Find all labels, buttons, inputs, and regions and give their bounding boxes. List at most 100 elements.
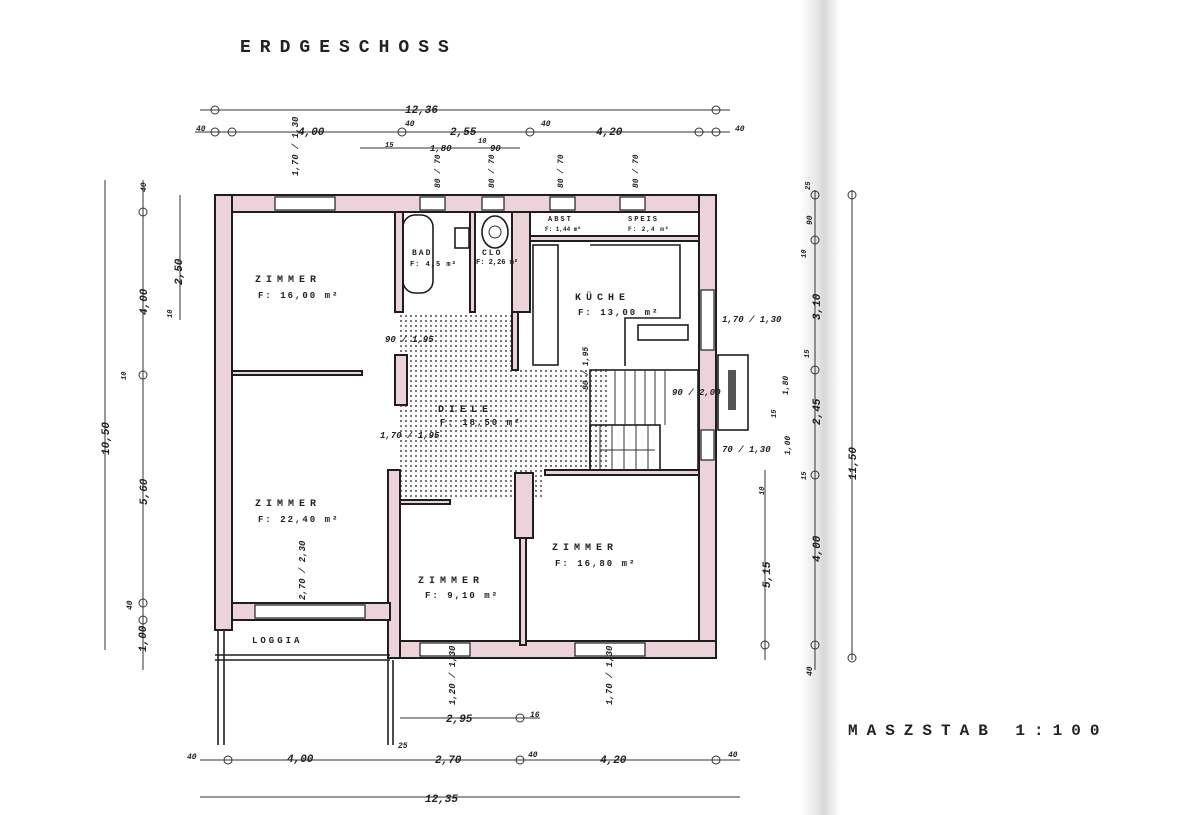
interior-walls xyxy=(231,211,700,646)
room-kueche: KÜCHE F: 13,00 m² xyxy=(575,291,659,318)
room-loggia: LOGGIA xyxy=(252,636,302,646)
svg-text:ZIMMER: ZIMMER xyxy=(552,543,618,554)
svg-text:ZIMMER: ZIMMER xyxy=(418,576,484,587)
svg-text:90 / 1,95: 90 / 1,95 xyxy=(385,335,434,345)
svg-text:40: 40 xyxy=(806,666,815,676)
svg-text:10: 10 xyxy=(759,487,767,495)
svg-text:15: 15 xyxy=(771,409,779,418)
entrance-canopy xyxy=(717,354,749,431)
staircase xyxy=(589,369,699,471)
svg-text:40: 40 xyxy=(728,751,738,760)
windows xyxy=(254,196,715,657)
svg-text:40: 40 xyxy=(405,120,415,129)
svg-text:40: 40 xyxy=(735,125,745,134)
toilet xyxy=(481,215,509,249)
bathtub xyxy=(402,214,434,294)
svg-text:12,36: 12,36 xyxy=(405,105,438,117)
room-diele: DIELE F: 18,50 m² xyxy=(438,405,521,428)
svg-text:25: 25 xyxy=(398,742,408,751)
dimensions-top: 12,36 4,00 2,55 4,20 40 40 40 40 15 1,80… xyxy=(196,105,745,154)
svg-text:40: 40 xyxy=(140,182,149,192)
svg-text:70 / 1,30: 70 / 1,30 xyxy=(722,445,771,455)
svg-text:80 / 70: 80 / 70 xyxy=(557,154,566,188)
opening-labels: 1,70 / 1,30 80 / 70 80 / 70 80 / 70 80 /… xyxy=(291,116,782,705)
kitchen-counter xyxy=(532,244,689,366)
svg-text:SPEIS: SPEIS xyxy=(628,216,659,224)
svg-text:2,50: 2,50 xyxy=(174,258,186,285)
svg-text:80 / 70: 80 / 70 xyxy=(488,154,497,188)
svg-text:4,00: 4,00 xyxy=(298,127,325,139)
loggia-balcony xyxy=(215,630,394,745)
svg-text:25: 25 xyxy=(805,181,813,190)
svg-text:F: 16,00 m²: F: 16,00 m² xyxy=(258,291,339,301)
svg-text:1,00: 1,00 xyxy=(784,436,793,455)
svg-text:2,45: 2,45 xyxy=(812,398,824,425)
svg-text:1,00: 1,00 xyxy=(138,625,150,652)
svg-text:F: 18,50 m²: F: 18,50 m² xyxy=(440,418,521,428)
svg-text:F: 16,80 m²: F: 16,80 m² xyxy=(555,559,636,569)
svg-text:10: 10 xyxy=(801,250,809,258)
svg-text:KÜCHE: KÜCHE xyxy=(575,291,630,304)
svg-text:5,60: 5,60 xyxy=(139,478,151,505)
svg-text:15: 15 xyxy=(385,142,394,150)
room-zimmer-2: ZIMMER F: 22,40 m² xyxy=(255,499,337,525)
svg-text:80 / 1,95: 80 / 1,95 xyxy=(582,347,591,390)
svg-text:1,80: 1,80 xyxy=(430,144,452,154)
svg-text:F: 2,26 m²: F: 2,26 m² xyxy=(476,259,518,267)
dimensions-right: 25 90 10 3,10 15 1,80 15 1,00 2,45 15 11… xyxy=(759,181,860,676)
svg-text:4,20: 4,20 xyxy=(600,755,627,767)
svg-text:15: 15 xyxy=(804,349,812,358)
svg-text:ABST: ABST xyxy=(548,216,573,224)
room-speis: SPEIS F: 2,4 m² xyxy=(628,216,669,233)
svg-text:16: 16 xyxy=(530,711,540,720)
svg-text:1,80: 1,80 xyxy=(782,376,791,395)
svg-text:12,35: 12,35 xyxy=(425,794,458,806)
svg-text:40: 40 xyxy=(187,753,197,762)
svg-text:F: 4,5 m²: F: 4,5 m² xyxy=(410,261,457,269)
room-zimmer-1: ZIMMER F: 16,00 m² xyxy=(255,275,339,301)
room-abst: ABST F: 1,44 m² xyxy=(545,216,581,233)
scale-label: MASZSTAB 1:100 xyxy=(848,722,1108,740)
svg-text:1,20 / 1,30: 1,20 / 1,30 xyxy=(448,645,458,705)
svg-text:ZIMMER: ZIMMER xyxy=(255,275,321,286)
svg-text:40: 40 xyxy=(126,600,135,610)
room-zimmer-3: ZIMMER F: 9,10 m² xyxy=(418,576,497,601)
plan-title: ERDGESCHOSS xyxy=(240,38,458,58)
svg-text:90: 90 xyxy=(490,144,501,154)
diele-floor-hatch xyxy=(400,312,610,500)
washbasin xyxy=(454,227,470,249)
svg-text:4,00: 4,00 xyxy=(287,754,314,766)
dimensions-left: 40 2,50 4,00 10 10 10,50 5,60 40 1,00 xyxy=(101,182,186,652)
svg-text:5,15: 5,15 xyxy=(762,561,774,588)
svg-text:F: 2,4 m²: F: 2,4 m² xyxy=(628,226,669,233)
svg-text:4,00: 4,00 xyxy=(812,535,824,562)
svg-text:10,50: 10,50 xyxy=(101,422,113,455)
svg-text:80 / 70: 80 / 70 xyxy=(434,154,443,188)
svg-text:10: 10 xyxy=(167,310,175,318)
svg-text:90: 90 xyxy=(806,215,815,225)
svg-text:2,95: 2,95 xyxy=(446,714,473,726)
svg-text:4,00: 4,00 xyxy=(139,288,151,315)
svg-text:BAD: BAD xyxy=(412,249,432,258)
dimensions-bottom: 2,95 16 4,00 2,70 4,20 25 40 40 40 12,35 xyxy=(187,711,738,806)
room-zimmer-4: ZIMMER F: 16,80 m² xyxy=(552,543,636,569)
svg-text:40: 40 xyxy=(528,751,538,760)
svg-text:10: 10 xyxy=(121,372,129,380)
svg-text:15: 15 xyxy=(801,471,809,480)
svg-text:2,70 / 2,30: 2,70 / 2,30 xyxy=(298,540,308,600)
svg-text:90 / 2,00: 90 / 2,00 xyxy=(672,388,721,398)
svg-text:10: 10 xyxy=(478,138,486,146)
svg-text:F: 13,00 m²: F: 13,00 m² xyxy=(578,308,659,318)
svg-text:4,20: 4,20 xyxy=(596,127,623,139)
svg-text:40: 40 xyxy=(541,120,551,129)
svg-text:ZIMMER: ZIMMER xyxy=(255,499,321,510)
room-bad: BAD F: 4,5 m² xyxy=(410,249,457,269)
svg-text:80 / 70: 80 / 70 xyxy=(632,154,641,188)
svg-text:1,70 / 1,30: 1,70 / 1,30 xyxy=(605,645,615,705)
paper-fold xyxy=(800,0,840,815)
dimension-lines xyxy=(104,105,857,798)
svg-text:1,70 / 1,30: 1,70 / 1,30 xyxy=(722,315,782,325)
svg-text:2,55: 2,55 xyxy=(450,127,477,139)
svg-text:1,70 / 1,95: 1,70 / 1,95 xyxy=(380,431,440,441)
